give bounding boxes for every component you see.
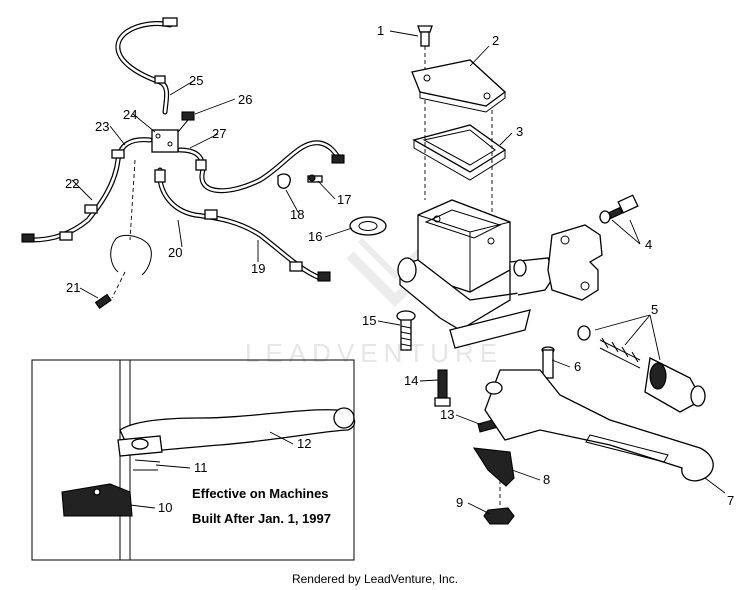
callout-18: 18 <box>290 207 304 222</box>
callout-21: 21 <box>66 280 80 295</box>
inset-note-line1: Effective on Machines <box>192 486 329 501</box>
callout-12: 12 <box>297 436 311 451</box>
callout-labels: 1 2 3 4 5 6 7 8 9 10 11 12 13 14 15 16 1… <box>65 23 734 515</box>
callout-7: 7 <box>727 493 734 508</box>
inset-note-line2: Built After Jan. 1, 1997 <box>192 511 331 526</box>
callout-9: 9 <box>456 495 463 510</box>
callout-5: 5 <box>651 302 658 317</box>
callout-6: 6 <box>574 359 581 374</box>
callout-24: 24 <box>123 107 137 122</box>
callout-20: 20 <box>168 245 182 260</box>
inset-box: Effective on Machines Built After Jan. 1… <box>31 359 356 561</box>
callout-3: 3 <box>516 124 523 139</box>
callout-1: 1 <box>377 23 384 38</box>
callout-26: 26 <box>238 92 252 107</box>
brake-hose-assembly <box>21 17 345 310</box>
callout-14: 14 <box>404 373 418 388</box>
callout-15: 15 <box>362 313 376 328</box>
callout-16: 16 <box>308 229 322 244</box>
callout-2: 2 <box>492 33 499 48</box>
callout-13: 13 <box>440 407 454 422</box>
callout-19: 19 <box>251 261 265 276</box>
callout-4: 4 <box>645 237 652 252</box>
callout-27: 27 <box>212 126 226 141</box>
callout-11: 11 <box>194 460 208 475</box>
callout-leaders <box>71 30 726 515</box>
callout-10: 10 <box>158 500 172 515</box>
callout-25: 25 <box>189 73 203 88</box>
master-cylinder-assembly <box>349 25 714 525</box>
callout-22: 22 <box>65 176 79 191</box>
footer-credit: Rendered by LeadVenture, Inc. <box>292 572 458 586</box>
callout-8: 8 <box>543 472 550 487</box>
callout-23: 23 <box>95 119 109 134</box>
callout-17: 17 <box>337 192 351 207</box>
